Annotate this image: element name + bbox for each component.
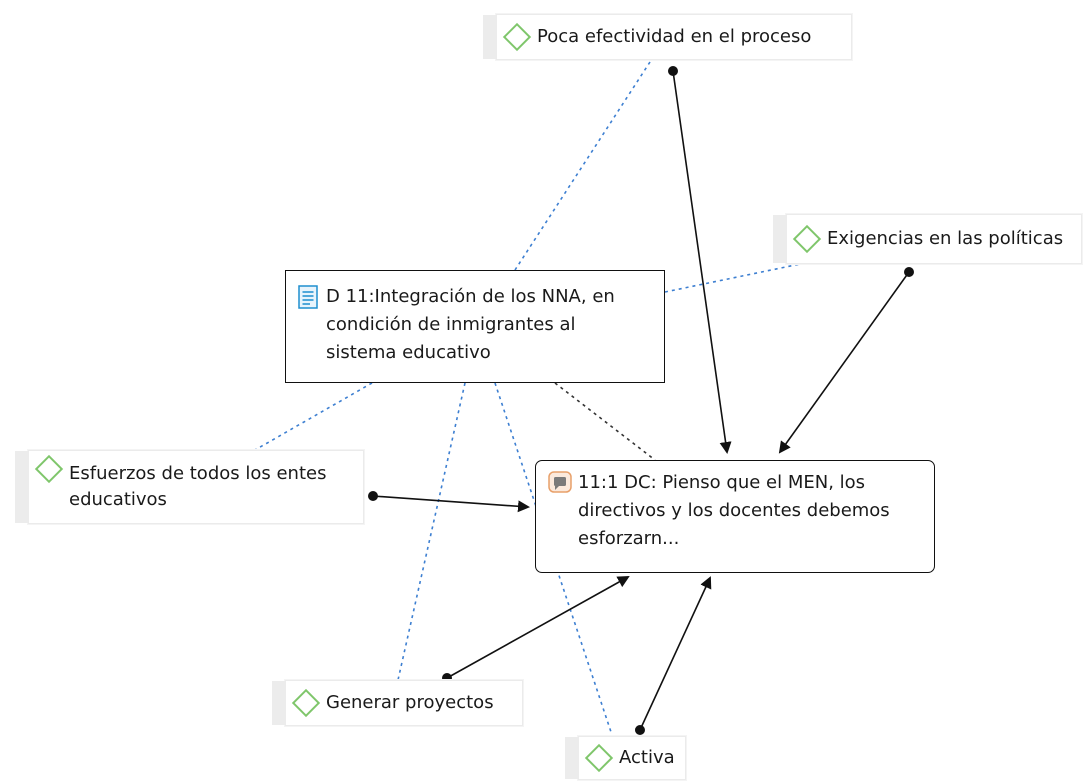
code-node-esfuerzos[interactable]: Esfuerzos de todos los entes educativos — [15, 450, 364, 524]
code-node-activa[interactable]: Activa — [565, 736, 686, 780]
document-icon — [298, 285, 318, 318]
link-document-esfuerzos[interactable] — [254, 382, 373, 451]
link-document-exigencias[interactable] — [664, 262, 806, 293]
code-label: Poca efectividad en el proceso — [537, 26, 812, 47]
link-document-poca[interactable] — [514, 61, 651, 271]
code-label: Esfuerzos de todos los entes educativos — [69, 463, 327, 510]
code-label: Generar proyectos — [326, 692, 494, 713]
link-document-generar[interactable] — [397, 382, 466, 681]
code-node-generar-proyectos[interactable]: Generar proyectos — [272, 680, 523, 726]
code-label: Activa — [619, 747, 675, 768]
link-document-activa[interactable] — [494, 382, 613, 736]
code-diamond-icon — [792, 224, 822, 254]
code-node-poca-efectividad[interactable]: Poca efectividad en el proceso — [483, 14, 852, 60]
quotation-label: 11:1 DC: Pienso que el MEN, los directiv… — [578, 472, 890, 549]
document-label: D 11:Integración de los NNA, en condició… — [326, 286, 615, 363]
arrow-generar-to-quotation[interactable] — [442, 576, 630, 683]
quotation-icon — [548, 471, 572, 502]
code-diamond-icon — [584, 743, 614, 773]
document-node[interactable]: D 11:Integración de los NNA, en condició… — [285, 270, 665, 383]
arrow-activa-to-quotation[interactable] — [635, 576, 712, 735]
quotation-node[interactable]: 11:1 DC: Pienso que el MEN, los directiv… — [535, 460, 935, 573]
code-node-exigencias[interactable]: Exigencias en las políticas — [773, 214, 1082, 264]
arrow-poca-to-quotation[interactable] — [668, 66, 732, 454]
code-diamond-icon — [502, 22, 532, 52]
arrow-exigencias-to-quotation[interactable] — [778, 267, 914, 454]
link-document-quotation[interactable] — [554, 382, 656, 461]
code-diamond-icon — [34, 454, 64, 484]
code-label: Exigencias en las políticas — [827, 228, 1064, 249]
arrow-esfuerzos-to-quotation[interactable] — [368, 491, 530, 513]
code-diamond-icon — [291, 688, 321, 718]
